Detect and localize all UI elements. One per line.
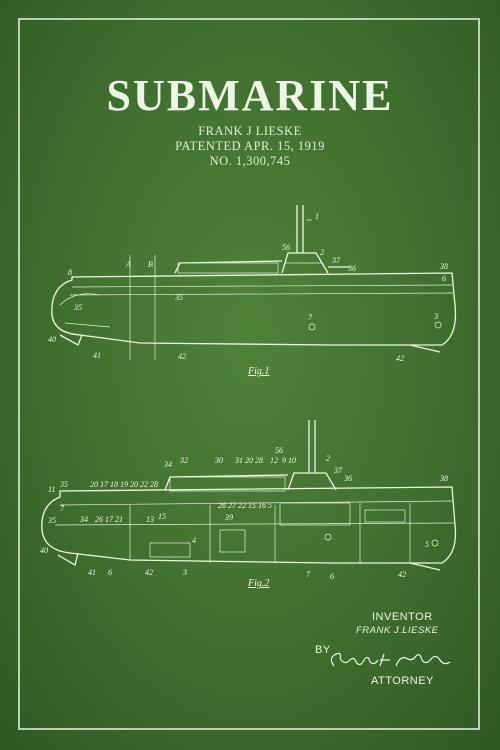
attorney-label: ATTORNEY	[371, 675, 434, 687]
svg-text:39: 39	[224, 513, 233, 522]
svg-text:40: 40	[48, 335, 56, 344]
svg-text:3: 3	[182, 568, 187, 577]
svg-text:26 17 21: 26 17 21	[95, 515, 123, 524]
svg-text:36: 36	[347, 264, 356, 273]
svg-text:1: 1	[315, 212, 319, 221]
border-frame	[18, 18, 480, 730]
svg-text:A: A	[125, 260, 131, 269]
svg-text:8: 8	[68, 268, 72, 277]
svg-text:41: 41	[93, 351, 101, 360]
svg-text:42: 42	[398, 570, 406, 579]
figure-2-drawing: 34 32 30 31 20 28 56 12 9 10 2 37 36 38 …	[40, 420, 457, 581]
figure-1-caption: Fig.1	[248, 366, 270, 377]
figure-1-drawing: 1 56 2 37 36 38 6 8 A B 35 35 7 3 40 41 …	[48, 205, 457, 363]
attorney-signature	[330, 652, 451, 667]
svg-text:37: 37	[333, 466, 343, 475]
svg-text:13: 13	[146, 515, 154, 524]
svg-text:9 10: 9 10	[282, 456, 296, 465]
poster-title: SUBMARINE	[106, 71, 394, 120]
svg-text:7: 7	[308, 313, 313, 322]
svg-text:11: 11	[48, 485, 55, 494]
svg-text:42: 42	[396, 354, 404, 363]
svg-text:6: 6	[108, 568, 112, 577]
svg-text:41: 41	[88, 568, 96, 577]
svg-text:36: 36	[343, 474, 352, 483]
svg-text:5: 5	[425, 540, 429, 549]
svg-text:7: 7	[60, 504, 65, 513]
svg-text:40: 40	[40, 546, 48, 555]
svg-text:56: 56	[282, 243, 290, 252]
svg-text:6: 6	[330, 572, 334, 581]
inventor-label: INVENTOR	[372, 611, 433, 623]
svg-text:2: 2	[326, 454, 330, 463]
svg-text:42: 42	[178, 352, 186, 361]
svg-text:4: 4	[192, 536, 196, 545]
svg-text:2: 2	[320, 248, 324, 257]
svg-text:38: 38	[439, 474, 448, 483]
svg-text:35: 35	[59, 480, 68, 489]
svg-text:6: 6	[442, 274, 446, 283]
svg-text:42: 42	[145, 568, 153, 577]
svg-text:30: 30	[214, 456, 223, 465]
svg-text:12: 12	[270, 456, 278, 465]
svg-text:B: B	[148, 260, 153, 269]
inventor-line: FRANK J LIESKE	[198, 124, 302, 138]
figure-2-caption: Fig.2	[248, 578, 270, 589]
svg-text:26 27 22 15 16 5: 26 27 22 15 16 5	[218, 501, 272, 510]
svg-text:37: 37	[331, 256, 341, 265]
svg-text:35: 35	[174, 293, 183, 302]
svg-text:56: 56	[275, 446, 283, 455]
svg-text:32: 32	[179, 456, 188, 465]
svg-text:35: 35	[73, 303, 82, 312]
svg-text:31 20 28: 31 20 28	[234, 456, 263, 465]
inventor-name: FRANK J.LIESKE	[356, 625, 439, 636]
svg-text:20 17 18 19 20 22 28: 20 17 18 19 20 22 28	[90, 480, 158, 489]
by-label: BY	[315, 644, 331, 656]
svg-text:3: 3	[433, 312, 438, 321]
svg-text:35: 35	[47, 516, 56, 525]
svg-text:38: 38	[439, 262, 448, 271]
svg-text:34: 34	[163, 460, 172, 469]
svg-text:34: 34	[79, 515, 88, 524]
patent-date-line: PATENTED APR. 15, 1919	[175, 139, 325, 153]
svg-text:15: 15	[158, 512, 166, 521]
svg-text:7: 7	[306, 570, 311, 579]
patent-number-line: NO. 1,300,745	[209, 154, 291, 168]
